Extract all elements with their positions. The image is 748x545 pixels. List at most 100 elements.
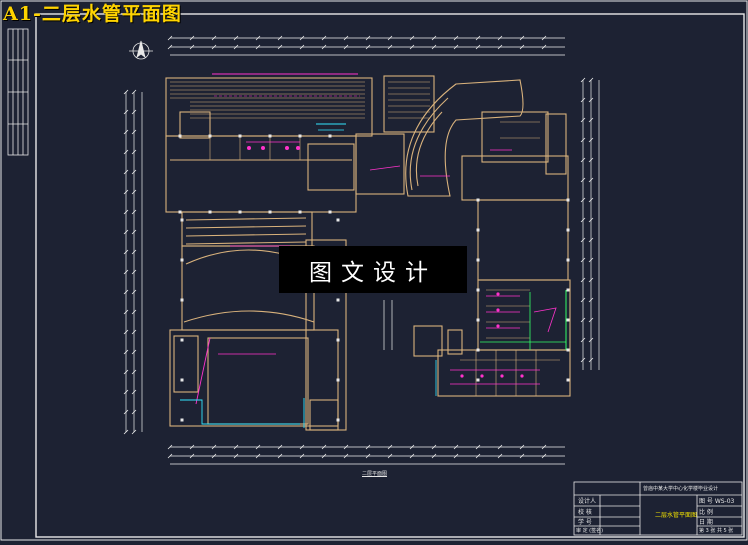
- center-dimensions: [383, 300, 393, 350]
- building-walls: [165, 75, 571, 431]
- dimension-tick: [131, 289, 137, 295]
- top-dimensions: [170, 37, 565, 56]
- dimension-tick: [299, 444, 305, 450]
- column-marker: [336, 418, 340, 422]
- dimension-tick: [453, 35, 459, 41]
- title-block-sheet: 第 3 张 共 5 张: [699, 528, 734, 534]
- dimension-tick: [409, 453, 415, 459]
- column-marker: [476, 318, 480, 322]
- dimension-tick: [131, 389, 137, 395]
- dimension-tick: [365, 44, 371, 50]
- title-block-date: 日 期: [699, 519, 713, 526]
- dimension-tick: [431, 444, 437, 450]
- column-marker: [476, 228, 480, 232]
- dimension-tick: [277, 35, 283, 41]
- column-marker: [566, 198, 570, 202]
- dimension-tick: [409, 44, 415, 50]
- dimension-tick: [580, 157, 586, 163]
- dimension-tick: [497, 444, 503, 450]
- dimension-tick: [365, 444, 371, 450]
- dimension-tick: [321, 44, 327, 50]
- dimension-tick: [475, 35, 481, 41]
- dimension-tick: [387, 453, 393, 459]
- column-marker: [178, 134, 182, 138]
- dimension-tick: [580, 77, 586, 83]
- title-block-checker: 校 核: [578, 509, 592, 516]
- dimension-tick: [475, 444, 481, 450]
- column-marker: [476, 258, 480, 262]
- dimension-tick: [255, 44, 261, 50]
- dimension-tick: [497, 453, 503, 459]
- binding-strip: [7, 28, 29, 156]
- dimension-tick: [365, 453, 371, 459]
- column-marker: [336, 378, 340, 382]
- dimension-tick: [123, 229, 129, 235]
- column-marker: [238, 210, 242, 214]
- dimension-tick: [588, 257, 594, 263]
- dimension-tick: [588, 97, 594, 103]
- dimension-tick: [211, 44, 217, 50]
- dimension-tick: [189, 35, 195, 41]
- dimension-tick: [453, 44, 459, 50]
- column-marker: [298, 134, 302, 138]
- dimension-tick: [255, 453, 261, 459]
- dimension-tick: [343, 453, 349, 459]
- dimension-tick: [580, 357, 586, 363]
- dimension-tick: [123, 389, 129, 395]
- dimension-tick: [211, 35, 217, 41]
- dimension-tick: [131, 429, 137, 435]
- dimension-tick: [167, 44, 173, 50]
- dimension-tick: [588, 357, 594, 363]
- dimension-tick: [255, 35, 261, 41]
- column-marker: [476, 348, 480, 352]
- column-marker: [566, 348, 570, 352]
- dimension-tick: [588, 237, 594, 243]
- dimension-tick: [123, 169, 129, 175]
- dimension-tick: [299, 453, 305, 459]
- dimension-tick: [233, 35, 239, 41]
- dimension-tick: [580, 97, 586, 103]
- dimension-tick: [541, 444, 547, 450]
- dimension-tick: [131, 89, 137, 95]
- column-marker: [180, 218, 184, 222]
- dimension-tick: [541, 35, 547, 41]
- dimension-tick: [167, 453, 173, 459]
- dimension-tick: [365, 35, 371, 41]
- drawing-caption: 二层平面图: [362, 471, 388, 477]
- dimension-tick: [343, 35, 349, 41]
- column-marker: [178, 210, 182, 214]
- dimension-tick: [123, 109, 129, 115]
- dimension-tick: [588, 317, 594, 323]
- top-dimension-ticks: [167, 35, 547, 50]
- dimension-tick: [519, 444, 525, 450]
- dimension-tick: [123, 269, 129, 275]
- dimension-tick: [580, 337, 586, 343]
- inner-frame: [35, 13, 745, 538]
- dimension-tick: [588, 177, 594, 183]
- dimension-tick: [588, 197, 594, 203]
- dimension-tick: [123, 189, 129, 195]
- north-arrow-icon: [129, 40, 153, 60]
- dimension-tick: [588, 217, 594, 223]
- dimension-tick: [123, 89, 129, 95]
- dimension-tick: [123, 209, 129, 215]
- dimension-tick: [580, 257, 586, 263]
- dimension-tick: [431, 453, 437, 459]
- dimension-tick: [409, 35, 415, 41]
- dimension-tick: [277, 453, 283, 459]
- dimension-tick: [123, 409, 129, 415]
- dimension-tick: [131, 129, 137, 135]
- dimension-tick: [387, 444, 393, 450]
- dimension-tick: [321, 35, 327, 41]
- dimension-tick: [343, 44, 349, 50]
- column-marker: [336, 218, 340, 222]
- dimension-tick: [431, 35, 437, 41]
- dimension-tick: [453, 453, 459, 459]
- dimension-tick: [131, 249, 137, 255]
- column-marker: [566, 378, 570, 382]
- dimension-tick: [343, 444, 349, 450]
- drawing-title: A1-二层水管平面图: [3, 3, 182, 25]
- dimension-tick: [541, 453, 547, 459]
- column-marker: [476, 378, 480, 382]
